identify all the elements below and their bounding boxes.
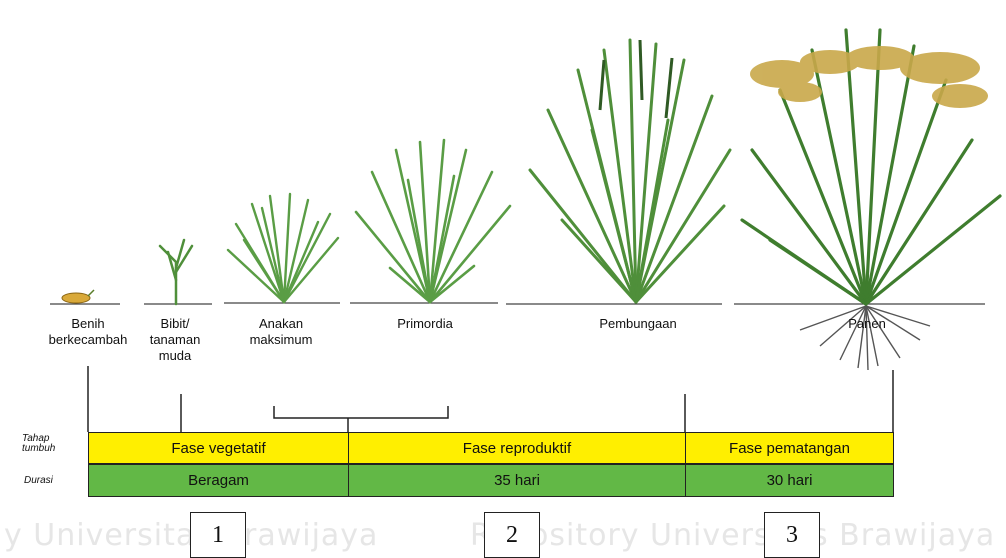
row-label-growth-stage: Tahap tumbuh [22,434,55,454]
watermark-mid: Repository Universitas Brawijaya [470,518,995,553]
number-box-2: 2 [484,512,540,558]
phase-ripening: Fase pematangan [685,432,894,464]
duration-ripening: 30 hari [685,464,894,497]
duration-ripening-value: 30 hari [767,472,813,489]
duration-reproductive: 35 hari [348,464,686,497]
duration-vegetative-value: Beragam [188,472,249,489]
number-box-1: 1 [190,512,246,558]
phase-vegetative: Fase vegetatif [88,432,349,464]
phase-vegetative-label: Fase vegetatif [171,440,265,457]
row-label-duration: Durasi [24,476,53,486]
stage-connectors [0,0,1006,440]
duration-vegetative: Beragam [88,464,349,497]
phase-ripening-label: Fase pematangan [729,440,850,457]
phase-reproductive-label: Fase reproduktif [463,440,571,457]
duration-reproductive-value: 35 hari [494,472,540,489]
phase-reproductive: Fase reproduktif [348,432,686,464]
number-box-3: 3 [764,512,820,558]
